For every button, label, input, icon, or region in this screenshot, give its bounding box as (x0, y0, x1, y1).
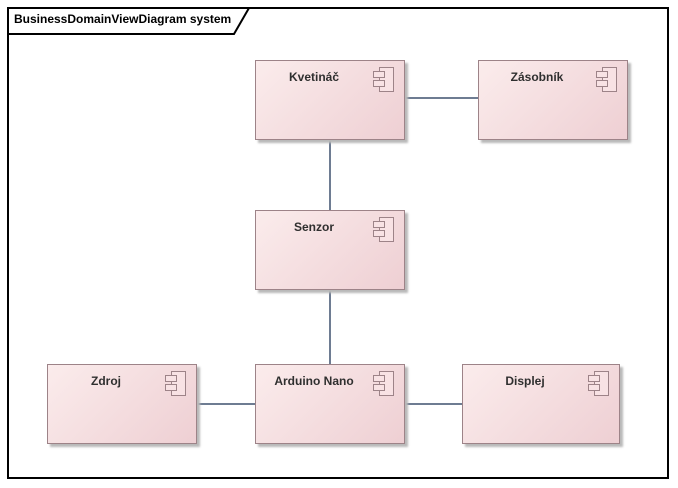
component-icon (373, 371, 396, 398)
component-arduino-nano[interactable]: Arduino Nano (255, 364, 405, 444)
frame-title: BusinessDomainViewDiagram system (14, 12, 232, 26)
component-icon-port (596, 80, 608, 87)
connector-arduino-nano-displej[interactable] (405, 403, 462, 405)
component-icon-port (165, 375, 177, 382)
connector-kvetinac-zasobnik[interactable] (405, 97, 478, 99)
component-icon-port (373, 375, 385, 382)
component-zdroj[interactable]: Zdroj (47, 364, 197, 444)
component-icon-port (596, 71, 608, 78)
connector-senzor-arduino-nano[interactable] (329, 290, 331, 364)
component-icon-port (373, 71, 385, 78)
component-label: Displej (505, 374, 545, 388)
component-icon (588, 371, 611, 398)
component-icon-port (588, 384, 600, 391)
component-icon (165, 371, 188, 398)
component-icon-port (373, 230, 385, 237)
component-icon-port (165, 384, 177, 391)
component-senzor[interactable]: Senzor (255, 210, 405, 290)
component-icon-port (373, 384, 385, 391)
component-icon-port (373, 221, 385, 228)
component-icon-port (588, 375, 600, 382)
component-label: Kvetináč (288, 70, 340, 84)
frame-title-tab (7, 7, 251, 35)
connector-zdroj-arduino-nano[interactable] (197, 403, 255, 405)
component-zasobnik[interactable]: Zásobník (478, 60, 628, 140)
component-label: Zásobník (510, 70, 564, 84)
diagram-frame (7, 7, 669, 479)
connector-kvetinac-senzor[interactable] (329, 140, 331, 210)
component-label: Senzor (293, 220, 334, 234)
component-icon (373, 217, 396, 244)
component-label: Arduino Nano (274, 374, 354, 388)
component-icon-port (373, 80, 385, 87)
component-displej[interactable]: Displej (462, 364, 620, 444)
component-icon (596, 67, 619, 94)
component-icon (373, 67, 396, 94)
component-kvetinac[interactable]: Kvetináč (255, 60, 405, 140)
component-label: Zdroj (91, 374, 121, 388)
